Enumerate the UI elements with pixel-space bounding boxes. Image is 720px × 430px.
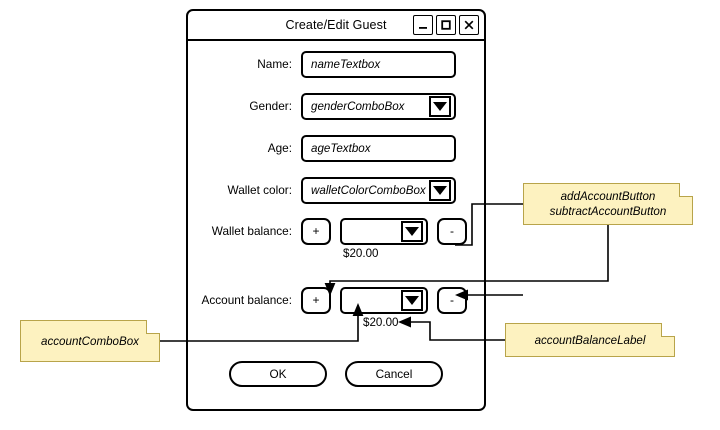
create-edit-guest-dialog: Create/Edit Guest Name: nameTextbox: [186, 9, 486, 411]
annotation-note-add-account-button: addAccountButton subtractAccountButton: [523, 183, 693, 225]
chevron-down-icon[interactable]: [429, 179, 451, 201]
account-balance-amount-row: $20.00: [188, 316, 484, 331]
wallet-color-label: Wallet color:: [227, 183, 292, 197]
close-icon[interactable]: [459, 15, 479, 35]
gender-label: Gender:: [249, 99, 292, 113]
maximize-icon[interactable]: [436, 15, 456, 35]
annotation-line-1: addAccountButton: [560, 190, 656, 203]
chevron-down-icon[interactable]: [401, 289, 423, 311]
account-balance-amount: $20.00: [363, 316, 399, 329]
form-row-age: Age: ageTextbox: [188, 129, 484, 167]
age-textbox-value: ageTextbox: [311, 141, 371, 155]
form-row-account-balance: Account balance: + -: [188, 284, 484, 316]
guest-form: Name: nameTextbox Gender: genderComboBox…: [188, 41, 484, 331]
note-fold-icon: [679, 183, 693, 197]
annotation-line-1: accountBalanceLabel: [534, 333, 646, 347]
wallet-color-combobox[interactable]: walletColorComboBox: [301, 176, 456, 204]
dialog-button-row: OK Cancel: [188, 361, 484, 387]
cancel-button[interactable]: Cancel: [345, 361, 443, 387]
note-fold-icon: [661, 323, 675, 337]
dialog-title: Create/Edit Guest: [285, 18, 387, 32]
wallet-balance-label: Wallet balance:: [211, 224, 292, 238]
form-row-wallet-color: Wallet color: walletColorComboBox: [188, 171, 484, 209]
add-account-button[interactable]: +: [301, 286, 331, 314]
note-fold-icon: [146, 320, 160, 334]
gender-combobox-value: genderComboBox: [311, 99, 405, 113]
subtract-account-button[interactable]: -: [437, 286, 467, 314]
annotation-note-account-balance-label: accountBalanceLabel: [505, 323, 675, 357]
wallet-combobox[interactable]: [340, 217, 428, 245]
form-row-name: Name: nameTextbox: [188, 45, 484, 83]
ok-button[interactable]: OK: [229, 361, 327, 387]
window-controls: [413, 15, 479, 35]
form-row-gender: Gender: genderComboBox: [188, 87, 484, 125]
chevron-down-icon[interactable]: [429, 95, 451, 117]
wallet-balance-amount-row: $20.00: [188, 247, 484, 262]
add-wallet-button[interactable]: +: [301, 217, 331, 245]
wallet-balance-amount: $20.00: [343, 247, 379, 260]
subtract-wallet-button[interactable]: -: [437, 217, 467, 245]
age-label: Age:: [267, 141, 292, 155]
annotation-note-account-combobox: accountComboBox: [20, 320, 160, 362]
annotation-line-2: subtractAccountButton: [549, 205, 667, 218]
age-textbox[interactable]: ageTextbox: [301, 134, 456, 162]
account-balance-label: Account balance:: [201, 293, 292, 307]
dialog-titlebar: Create/Edit Guest: [188, 11, 484, 41]
minimize-icon[interactable]: [413, 15, 433, 35]
name-textbox[interactable]: nameTextbox: [301, 50, 456, 78]
name-textbox-value: nameTextbox: [311, 57, 381, 71]
wallet-color-combobox-value: walletColorComboBox: [311, 183, 426, 197]
annotation-line-1: accountComboBox: [41, 334, 139, 348]
account-combobox[interactable]: [340, 286, 428, 314]
gender-combobox[interactable]: genderComboBox: [301, 92, 456, 120]
form-row-wallet-balance: Wallet balance: + -: [188, 215, 484, 247]
name-label: Name:: [257, 57, 292, 71]
chevron-down-icon[interactable]: [401, 220, 423, 242]
